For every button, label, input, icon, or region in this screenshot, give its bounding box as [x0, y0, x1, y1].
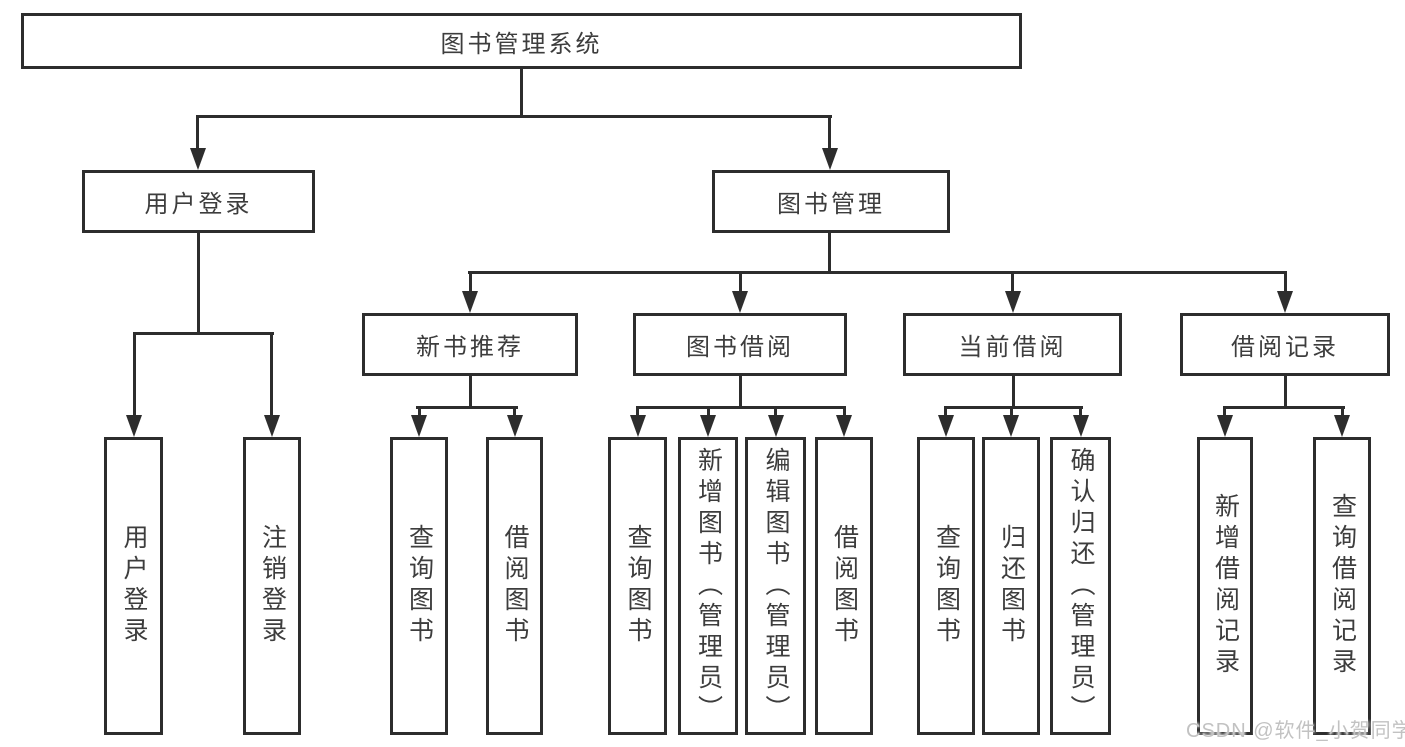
connector-arrow [411, 415, 427, 437]
node-new-book-recommend: 新书推荐 [362, 313, 578, 376]
node-cb-query-books: 查询图书 [917, 437, 975, 735]
node-borrow-records: 借阅记录 [1180, 313, 1390, 376]
connector-line [1223, 406, 1226, 418]
connector-arrow [732, 291, 748, 313]
node-bb-add-books-label: 新增图书（管理员） [694, 446, 723, 726]
connector-arrow [264, 415, 280, 437]
connector-line [196, 115, 832, 118]
node-bb-borrow-books-label: 借阅图书 [830, 524, 859, 648]
node-user-login-label: 用户登录 [144, 191, 253, 218]
node-book-management-label: 图书管理 [777, 191, 885, 218]
node-cb-return-books: 归还图书 [982, 437, 1040, 735]
connector-line [739, 376, 742, 409]
connector-arrow [1073, 415, 1089, 437]
node-book-borrow-label: 图书借阅 [686, 334, 794, 361]
connector-arrow [1217, 415, 1233, 437]
connector-arrow [1334, 415, 1350, 437]
node-bb-edit-books-label: 编辑图书（管理员） [762, 446, 790, 726]
connector-line [270, 332, 273, 417]
connector-line [828, 233, 831, 274]
connector-line [1223, 406, 1345, 409]
node-nb-query-books-label: 查询图书 [405, 524, 434, 648]
node-logout-op-label: 注销登录 [258, 524, 287, 648]
node-book-management: 图书管理 [712, 170, 950, 233]
node-bb-query-books-label: 查询图书 [624, 524, 652, 648]
node-bb-edit-books: 编辑图书（管理员） [745, 437, 806, 735]
connector-line [520, 69, 523, 118]
connector-line [416, 406, 518, 409]
node-login-op-label: 用户登录 [120, 524, 148, 648]
connector-line [418, 406, 421, 418]
connector-arrow [190, 148, 206, 170]
connector-arrow [1277, 291, 1293, 313]
connector-line [1010, 406, 1013, 418]
connector-line [707, 406, 710, 418]
connector-line [1284, 376, 1287, 409]
node-br-add-record: 新增借阅记录 [1197, 437, 1253, 735]
connector-arrow [126, 415, 142, 437]
node-user-login: 用户登录 [82, 170, 315, 233]
connector-line [739, 271, 742, 293]
node-current-borrow-label: 当前借阅 [958, 334, 1067, 361]
node-bb-query-books: 查询图书 [608, 437, 667, 735]
connector-line [636, 406, 639, 418]
connector-arrow [700, 415, 716, 437]
connector-line [133, 332, 274, 335]
node-br-query-record: 查询借阅记录 [1313, 437, 1371, 735]
csdn-watermark: CSDN @软件_小贺同学 [1186, 720, 1405, 742]
node-root: 图书管理系统 [21, 13, 1022, 69]
connector-line [133, 332, 136, 417]
node-cb-confirm-return: 确认归还（管理员） [1050, 437, 1111, 735]
connector-line [469, 376, 472, 409]
node-br-query-record-label: 查询借阅记录 [1328, 493, 1357, 679]
connector-arrow [462, 291, 478, 313]
connector-line [774, 406, 777, 418]
node-borrow-records-label: 借阅记录 [1231, 334, 1339, 361]
node-br-add-record-label: 新增借阅记录 [1211, 493, 1240, 679]
connector-arrow [768, 415, 784, 437]
connector-line [843, 406, 846, 418]
node-cb-query-books-label: 查询图书 [932, 524, 961, 648]
connector-arrow [507, 415, 523, 437]
connector-line [1011, 271, 1014, 293]
connector-arrow [1005, 291, 1021, 313]
connector-line [1079, 406, 1082, 418]
connector-arrow [836, 415, 852, 437]
connector-line [513, 406, 516, 418]
node-current-borrow: 当前借阅 [903, 313, 1122, 376]
connector-arrow [630, 415, 646, 437]
connector-line [944, 406, 1083, 409]
node-logout-op: 注销登录 [243, 437, 301, 735]
connector-arrow [1003, 415, 1019, 437]
node-nb-borrow-books: 借阅图书 [486, 437, 543, 735]
connector-arrow [938, 415, 954, 437]
connector-line [469, 271, 472, 293]
connector-line [1284, 271, 1287, 293]
node-nb-borrow-books-label: 借阅图书 [501, 524, 529, 648]
connector-line [636, 406, 846, 409]
connector-line [944, 406, 947, 418]
connector-arrow [822, 148, 838, 170]
connector-line [1341, 406, 1344, 418]
node-new-book-recommend-label: 新书推荐 [416, 334, 524, 361]
node-cb-return-books-label: 归还图书 [997, 524, 1026, 648]
connector-line [196, 115, 199, 150]
connector-line [1012, 376, 1015, 409]
connector-line [828, 115, 831, 150]
node-nb-query-books: 查询图书 [390, 437, 448, 735]
node-bb-borrow-books: 借阅图书 [815, 437, 873, 735]
connector-line [468, 271, 1286, 274]
node-cb-confirm-return-label: 确认归还（管理员） [1067, 446, 1095, 726]
node-login-op: 用户登录 [104, 437, 163, 735]
connector-line [197, 233, 200, 334]
node-root-label: 图书管理系统 [440, 30, 603, 58]
node-book-borrow: 图书借阅 [633, 313, 847, 376]
node-bb-add-books: 新增图书（管理员） [678, 437, 738, 735]
